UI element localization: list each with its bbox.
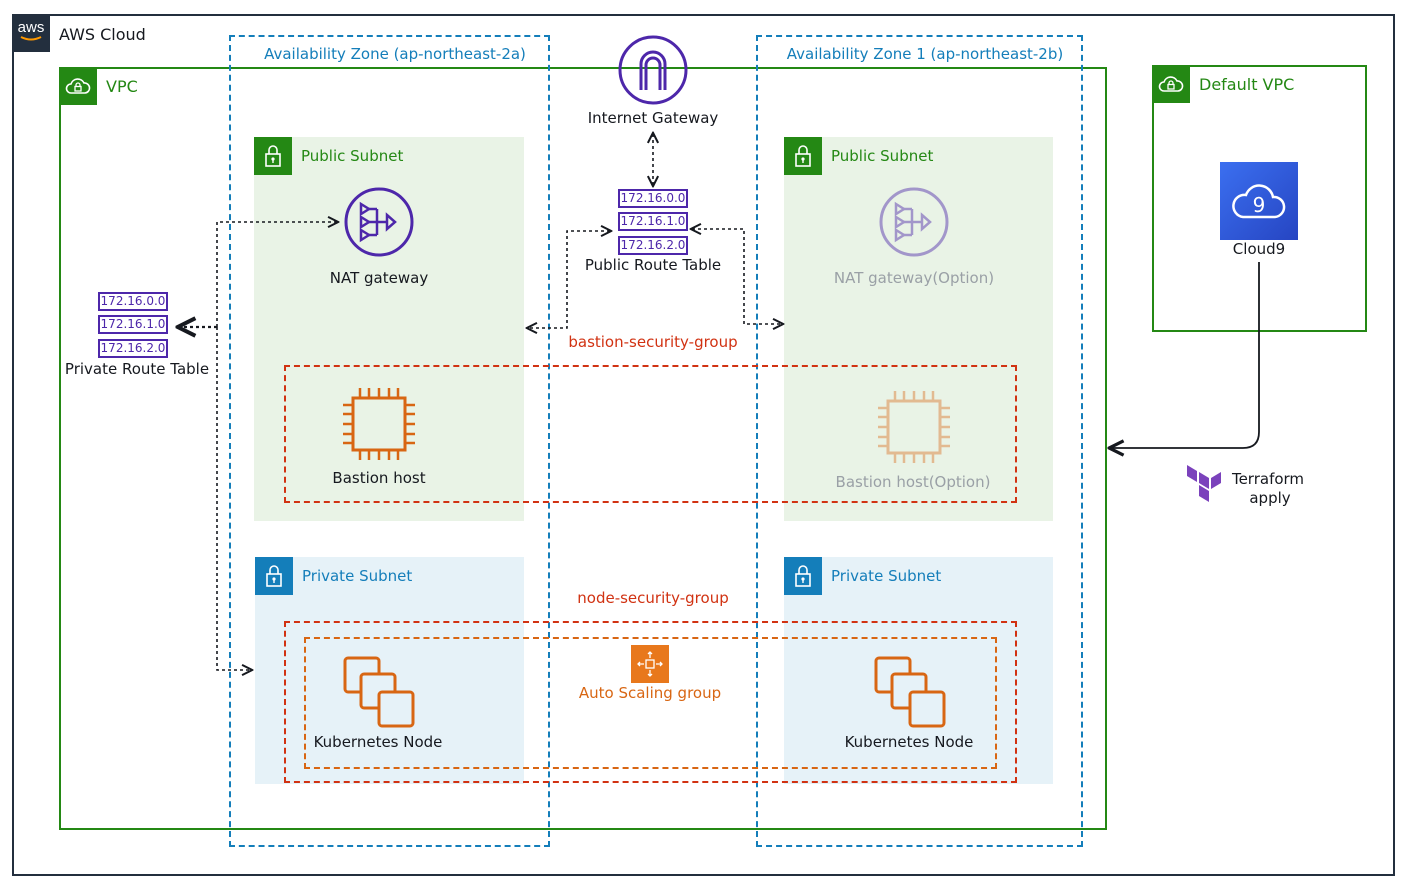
nat-gateway-label: NAT gateway	[329, 269, 429, 287]
auto-scaling-label: Auto Scaling group	[578, 684, 722, 702]
route-to-subnet-b-connector	[692, 229, 782, 324]
default-vpc-label: Default VPC	[1199, 75, 1295, 94]
nat-gateway-icon	[344, 187, 414, 257]
auto-scaling-icon	[631, 645, 669, 683]
public-route-entry: 172.16.0.0	[618, 189, 688, 208]
route-to-subnet-a-connector	[528, 231, 610, 328]
availability-zone-a-label: Availability Zone (ap-northeast-2a)	[264, 45, 526, 63]
vpc-icon	[59, 67, 97, 105]
public-route-table-label: Public Route Table	[584, 256, 722, 274]
aws-smile-icon	[20, 35, 42, 40]
aws-cloud-label: AWS Cloud	[59, 25, 146, 44]
aws-cloud-group	[12, 14, 1395, 876]
terraform-label-line1: Terraform	[1231, 470, 1305, 488]
private-route-to-nat-connector	[216, 222, 337, 327]
private-subnet-b	[784, 557, 1053, 784]
vpc-label: VPC	[106, 77, 138, 96]
bastion-host-label: Bastion host	[332, 469, 426, 487]
bastion-host-option-label: Bastion host(Option)	[835, 473, 991, 491]
availability-zone-b	[756, 35, 1083, 847]
public-subnet-b-label: Public Subnet	[831, 147, 934, 165]
default-vpc-icon	[1152, 65, 1190, 103]
kubernetes-node-b-label: Kubernetes Node	[844, 733, 974, 751]
cloud9-icon: 9	[1220, 162, 1298, 240]
public-subnet-b	[784, 137, 1053, 521]
vpc-group	[59, 67, 1107, 830]
node-security-group-label: node-security-group	[577, 589, 729, 607]
svg-text:9: 9	[1253, 193, 1266, 217]
bastion-security-group	[284, 365, 1017, 503]
nat-gateway-option-label: NAT gateway(Option)	[833, 269, 995, 287]
auto-scaling-group	[304, 637, 997, 769]
private-route-entry: 172.16.2.0	[98, 339, 168, 358]
private-route-to-private-subnet-connector	[216, 327, 251, 670]
private-subnet-a-label: Private Subnet	[302, 567, 413, 585]
public-subnet-a-label: Public Subnet	[301, 147, 404, 165]
private-subnet-b-label: Private Subnet	[831, 567, 942, 585]
internet-gateway-label: Internet Gateway	[587, 109, 719, 127]
aws-logo-icon: aws	[12, 14, 50, 52]
kubernetes-node-a-label: Kubernetes Node	[313, 733, 443, 751]
private-subnet-b-lock-icon	[784, 557, 822, 595]
private-route-table-label: Private Route Table	[64, 360, 210, 378]
terraform-label-line2: apply	[1249, 489, 1291, 507]
terraform-logo-icon	[1187, 465, 1221, 502]
internet-gateway-icon	[618, 35, 688, 105]
bastion-host-option-chip-icon	[878, 391, 950, 463]
nat-gateway-option-icon	[879, 187, 949, 257]
kubernetes-node-b-icon	[874, 656, 946, 728]
availability-zone-a	[229, 35, 550, 847]
availability-zone-b-label: Availability Zone 1 (ap-northeast-2b)	[786, 45, 1064, 63]
public-route-entry: 172.16.1.0	[618, 212, 688, 231]
kubernetes-node-a-icon	[343, 656, 415, 728]
public-route-entry: 172.16.2.0	[618, 236, 688, 255]
aws-logo-text: aws	[17, 18, 45, 36]
cloud9-label: Cloud9	[1232, 240, 1286, 258]
cloud9-terraform-connector	[1111, 262, 1260, 448]
bastion-host-chip-icon	[343, 388, 415, 460]
private-route-entry: 172.16.0.0	[98, 292, 168, 311]
public-subnet-b-lock-icon	[784, 137, 822, 175]
private-subnet-a-lock-icon	[255, 557, 293, 595]
private-route-entry: 172.16.1.0	[98, 315, 168, 334]
node-security-group	[284, 621, 1017, 783]
public-subnet-a-lock-icon	[254, 137, 292, 175]
private-subnet-a	[255, 557, 524, 784]
bastion-security-group-label: bastion-security-group	[568, 333, 738, 351]
